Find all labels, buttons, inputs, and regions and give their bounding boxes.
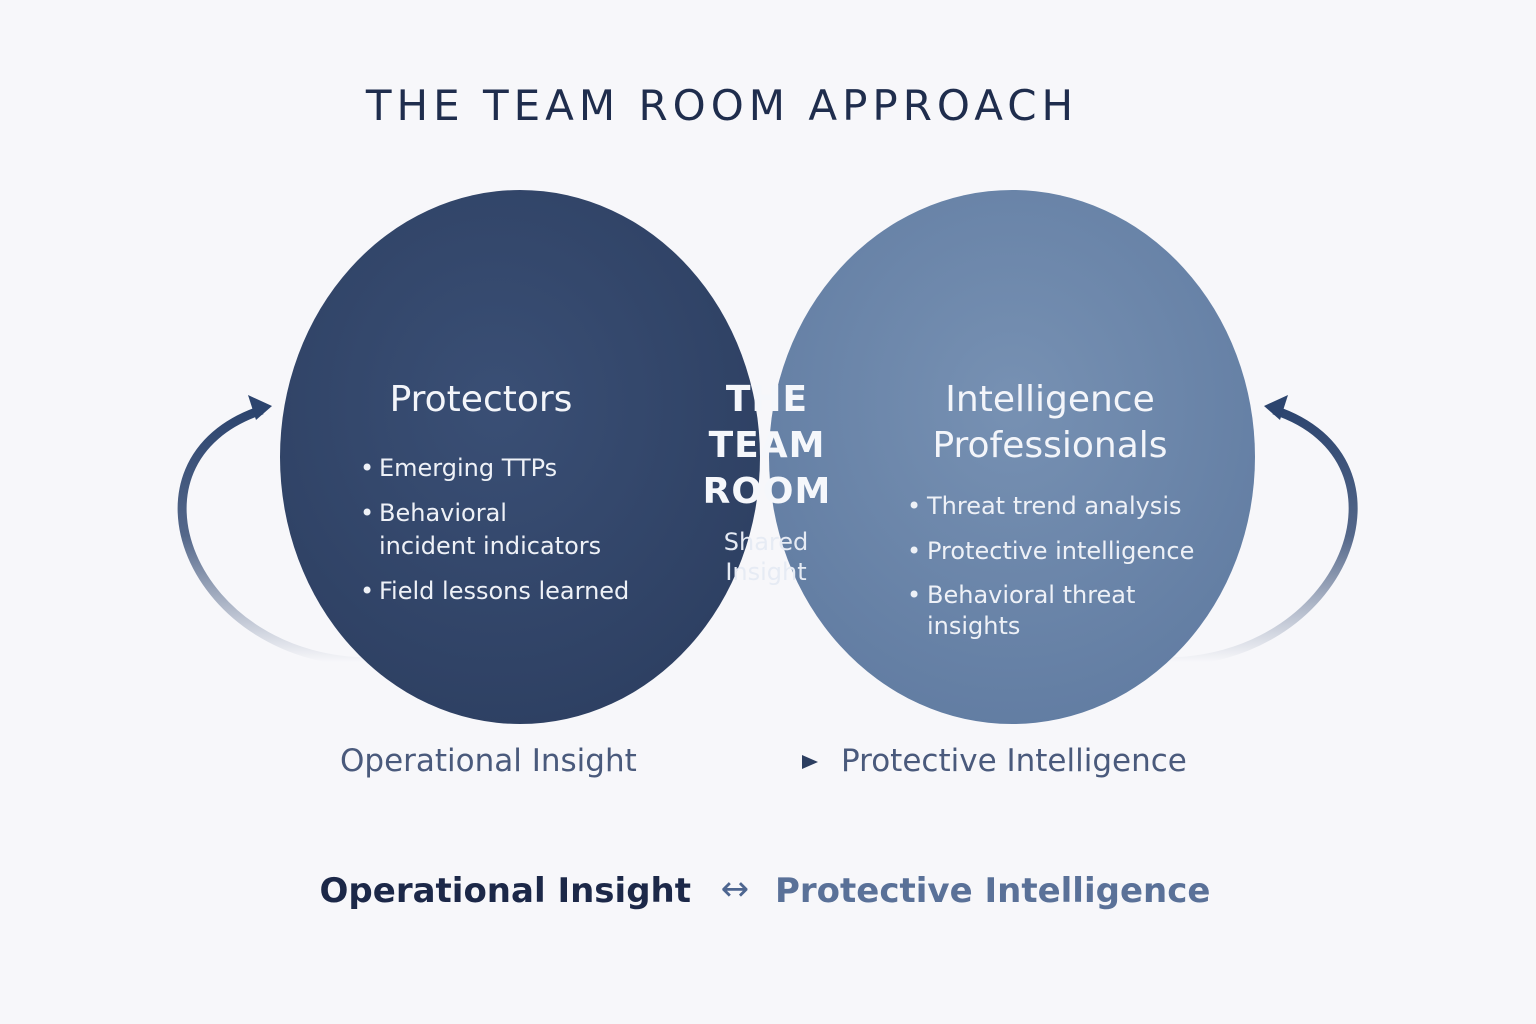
bullet-dot: •: [907, 581, 921, 609]
center-sub-line1: Shared: [724, 528, 809, 556]
center-sub-line2: Insight: [725, 558, 806, 586]
double-arrow-icon: ↔: [721, 869, 750, 909]
right-arrowhead-icon: [1264, 395, 1288, 420]
right-cycle-arc: [1159, 405, 1358, 667]
intelligence-bullets: • Threat trend analysis • Protective int…: [907, 492, 1194, 640]
protectors-bullets: • Emerging TTPs • Behavioral incident in…: [360, 454, 629, 605]
intelligence-heading-line2: Professionals: [932, 425, 1167, 466]
bullet-item: Protective intelligence: [927, 537, 1194, 565]
diagram-title: THE TEAM ROOM APPROACH: [365, 81, 1078, 130]
left-arrowhead-icon: [248, 395, 272, 420]
flow-from-label: Operational Insight: [340, 743, 637, 779]
center-label-line2: TEAM: [709, 425, 826, 466]
bullet-item: incident indicators: [379, 532, 601, 560]
bullet-dot: •: [907, 492, 921, 520]
intelligence-heading-line1: Intelligence: [945, 379, 1154, 420]
left-cycle-arc: [177, 405, 376, 667]
center-label-line3: ROOM: [703, 471, 832, 512]
bullet-dot: •: [360, 577, 374, 605]
protectors-heading: Protectors: [390, 379, 573, 420]
bullet-item: Emerging TTPs: [379, 454, 557, 482]
protectors-circle: [280, 190, 760, 724]
intelligence-circle: [769, 190, 1255, 724]
bullet-item: Threat trend analysis: [926, 492, 1181, 520]
flow-to-label: Protective Intelligence: [841, 743, 1187, 779]
bullet-dot: •: [360, 454, 374, 482]
bullet-item: insights: [927, 612, 1020, 640]
bullet-item: Behavioral: [379, 499, 507, 527]
bullet-dot: •: [360, 499, 374, 527]
bullet-dot: •: [907, 537, 921, 565]
bullet-item: Behavioral threat: [927, 581, 1135, 609]
bottom-left-label: Operational Insight: [320, 871, 691, 911]
flow-arrowhead-icon: [802, 755, 818, 769]
bottom-right-label: Protective Intelligence: [775, 871, 1210, 911]
bullet-item: Field lessons learned: [379, 577, 629, 605]
center-label-line1: THE: [726, 379, 808, 420]
